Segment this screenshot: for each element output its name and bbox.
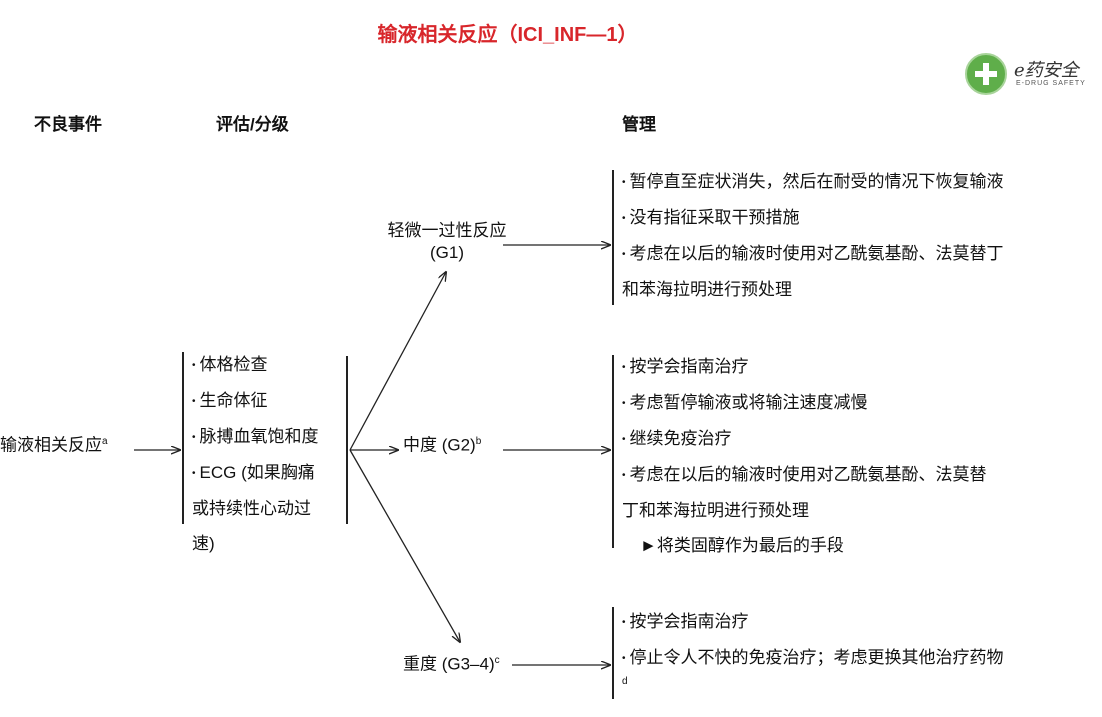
arrow-to-g1	[349, 272, 446, 451]
logo: e药安全 E-DRUG SAFETY	[962, 50, 1092, 100]
list-item: •考虑暂停输液或将输注速度减慢	[622, 393, 868, 413]
list-item: 丁和苯海拉明进行预处理	[622, 501, 809, 521]
list-item: •按学会指南治疗	[622, 357, 749, 376]
list-item: •按学会指南治疗	[622, 612, 749, 631]
grade-g1-label: 轻微一过性反应	[387, 221, 507, 240]
list-item: •考虑在以后的输液时使用对乙酰氨基酚、法莫替	[622, 465, 987, 485]
grade-g2-label: 中度 (G2)	[403, 435, 476, 455]
grade-g1-node: 轻微一过性反应 (G1)	[372, 220, 522, 264]
g2-management-bracket	[612, 355, 614, 548]
grade-g3-node: 重度 (G3–4)c	[403, 650, 500, 676]
grade-g1-code: (G1)	[430, 243, 464, 262]
g1-management-bracket	[612, 170, 614, 305]
header-management: 管理	[622, 115, 656, 134]
list-item: •考虑在以后的输液时使用对乙酰氨基酚、法莫替丁	[622, 244, 1004, 264]
list-item: 或持续性心动过	[192, 499, 311, 519]
list-item: •停止令人不快的免疫治疗；考虑更换其他治疗药物	[622, 648, 1004, 668]
grade-g3-footnote: c	[494, 655, 500, 666]
arrow-to-g3	[349, 449, 460, 642]
logo-subtitle: E-DRUG SAFETY	[1016, 80, 1086, 87]
medical-cross-icon	[965, 53, 1007, 95]
event-node: 输液相关反应a	[0, 431, 108, 457]
list-item: •体格检查	[192, 355, 268, 374]
event-label: 输液相关反应	[0, 435, 102, 455]
logo-name: e药安全	[1014, 60, 1079, 81]
g1-management-list: •暂停直至症状消失，然后在耐受的情况下恢复输液 •没有指征采取干预措施 •考虑在…	[622, 164, 1092, 307]
list-item: •没有指征采取干预措施	[622, 208, 800, 228]
list-item: •暂停直至症状消失，然后在耐受的情况下恢复输液	[622, 172, 1004, 191]
event-footnote: a	[102, 436, 108, 447]
grade-g2-node: 中度 (G2)b	[403, 431, 481, 457]
list-item: •脉搏血氧饱和度	[192, 427, 319, 447]
g3-management-footnote: d	[622, 676, 628, 687]
assessment-left-bracket	[182, 352, 184, 524]
assessment-list: •体格检查 •生命体征 •脉搏血氧饱和度 •ECG (如果胸痛 或持续性心动过 …	[192, 347, 352, 561]
g3-management-list: •按学会指南治疗 •停止令人不快的免疫治疗；考虑更换其他治疗药物	[622, 604, 1092, 676]
grade-g3-label: 重度 (G3–4)	[403, 654, 495, 674]
header-event: 不良事件	[34, 115, 102, 134]
assessment-right-bracket	[346, 356, 348, 524]
header-grading: 评估/分级	[216, 115, 289, 134]
grade-g2-footnote: b	[475, 436, 482, 447]
page-title: 输液相关反应（ICI_INF—1）	[377, 24, 638, 46]
list-item: ►将类固醇作为最后的手段	[640, 536, 844, 556]
g2-management-list: •按学会指南治疗 •考虑暂停输液或将输注速度减慢 •继续免疫治疗 •考虑在以后的…	[622, 349, 1092, 563]
list-item: •ECG (如果胸痛	[192, 463, 315, 483]
list-item: •继续免疫治疗	[622, 429, 732, 449]
list-item: 和苯海拉明进行预处理	[622, 280, 792, 300]
list-item: •生命体征	[192, 391, 268, 411]
list-item: 速)	[192, 534, 215, 554]
g3-management-bracket	[612, 607, 614, 699]
